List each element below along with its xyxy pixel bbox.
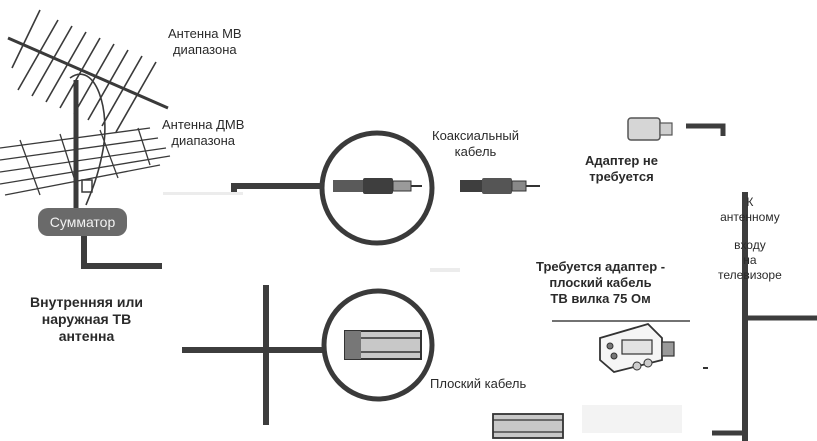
label-antenna-type: Внутренняя или наружная ТВ антенна <box>30 294 143 345</box>
label-coax-line-1: Коаксиальный <box>432 128 520 143</box>
coax-feed-line <box>231 183 323 195</box>
label-coax-line-2: кабель <box>454 144 497 159</box>
label-tv-input-line-4: на <box>743 253 757 267</box>
label-no-adapter: Адаптер не требуется <box>585 153 658 185</box>
combiner-cable <box>81 236 162 269</box>
label-tv-input-line-1: К <box>746 195 754 209</box>
mast-clamp <box>81 179 93 193</box>
combiner-badge: Сумматор <box>38 208 127 236</box>
label-tv-input-line-2: антенному <box>720 210 780 224</box>
label-uhf-line-1: Антенна ДМВ <box>162 117 245 132</box>
label-vhf-antenna: Антенна МВ диапазона <box>168 26 242 58</box>
label-tv-input-line-5: телевизоре <box>718 268 782 282</box>
label-vhf-line-2: диапазона <box>172 42 237 57</box>
label-vhf-line-1: Антенна МВ <box>168 26 242 41</box>
coax-plug-large <box>333 178 422 194</box>
label-adapter-required: Требуется адаптер - плоский кабель ТВ ви… <box>536 259 665 307</box>
label-uhf-antenna: Антенна ДМВ диапазона <box>162 117 244 149</box>
coax-plug-small <box>460 178 540 194</box>
faint-artifact <box>582 405 682 433</box>
vhf-dipoles <box>11 9 157 133</box>
flat-cable-bottom <box>492 413 564 439</box>
vhf-boom <box>7 36 169 110</box>
uhf-grid <box>0 127 171 196</box>
label-no-adapter-line-2: требуется <box>589 169 654 184</box>
label-tv-input-line-3: входу <box>734 238 766 252</box>
coax-to-tv-bracket <box>686 123 726 136</box>
flat-cable-detail-circle <box>321 288 435 402</box>
antenna-illustration <box>0 9 171 210</box>
tv-socket-icon <box>627 117 673 141</box>
label-adapter-line-3: ТВ вилка 75 Ом <box>550 291 651 306</box>
label-antenna-line-2: наружная ТВ <box>41 311 132 327</box>
label-antenna-line-1: Внутренняя или <box>30 294 143 310</box>
faint-artifact <box>430 268 460 272</box>
faint-artifact <box>163 192 243 195</box>
flat-cable-large <box>344 330 422 360</box>
label-uhf-line-2: диапазона <box>171 133 236 148</box>
label-tv-input: К антенному входу на телевизоре <box>718 195 782 283</box>
balun-adapter-icon <box>599 322 708 373</box>
label-adapter-line-2: плоский кабель <box>549 275 652 290</box>
label-no-adapter-line-1: Адаптер не <box>585 153 658 168</box>
label-adapter-line-1: Требуется адаптер - <box>536 259 666 274</box>
label-coax-cable: Коаксиальный кабель <box>432 128 519 160</box>
label-antenna-line-3: антенна <box>58 328 115 344</box>
label-flat-cable: Плоский кабель <box>430 376 527 391</box>
